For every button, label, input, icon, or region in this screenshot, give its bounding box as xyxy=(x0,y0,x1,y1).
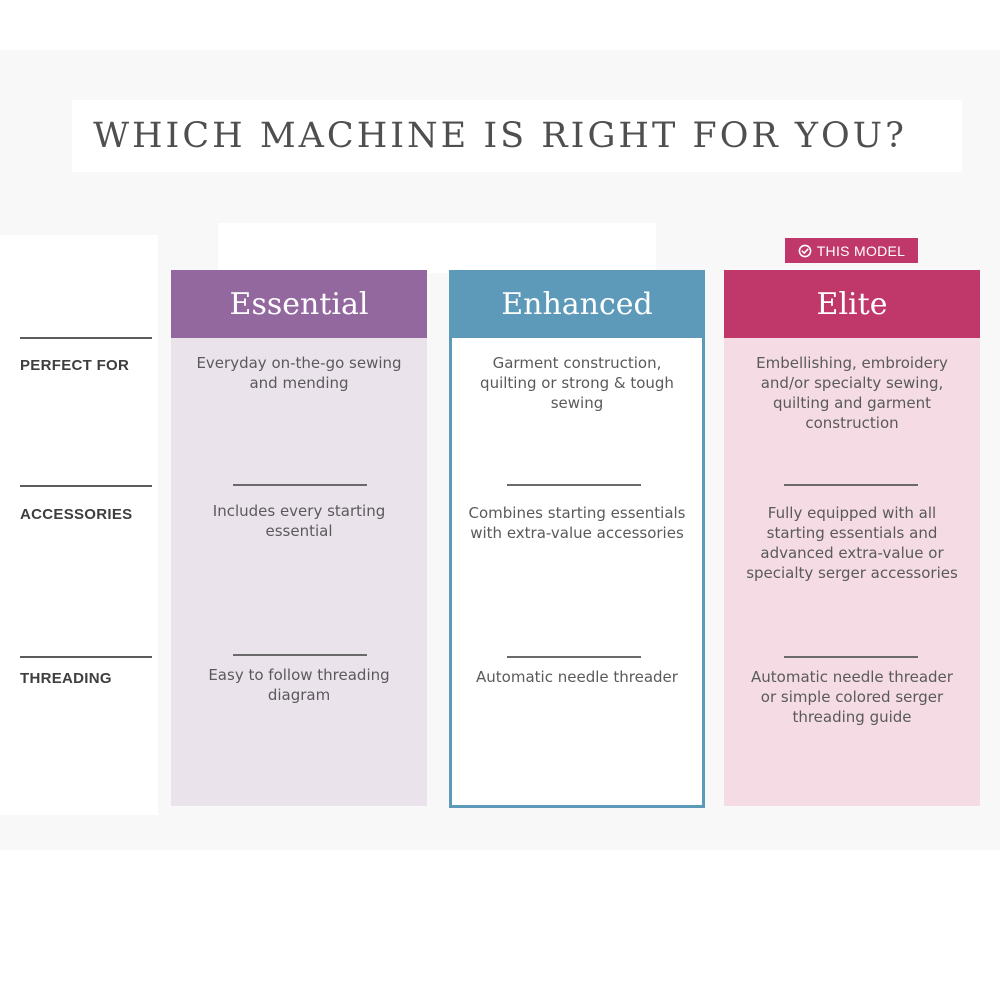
row-label-perfect-for: PERFECT FOR xyxy=(20,357,130,374)
cell-perfect-for: Embellishing, embroidery and/or specialt… xyxy=(756,354,948,432)
label-column-backdrop xyxy=(0,235,158,815)
column-elite: Elite Embellishing, embroidery and/or sp… xyxy=(724,270,980,806)
column-essential: Essential Everyday on-the-go sewing and … xyxy=(171,270,427,806)
cell-accessories: Fully equipped with all starting essenti… xyxy=(746,504,958,582)
badge-label: THIS MODEL xyxy=(816,242,906,259)
row-divider xyxy=(20,337,152,339)
header-backdrop xyxy=(218,223,656,273)
cell-accessories: Combines starting essentials with extra-… xyxy=(468,504,686,542)
cell-threading: Automatic needle threader or simple colo… xyxy=(751,668,953,726)
cell-threading: Easy to follow threading diagram xyxy=(208,666,390,704)
cell-divider xyxy=(784,484,918,486)
cell-divider xyxy=(507,484,641,486)
check-circle-icon xyxy=(798,244,812,257)
cell-threading: Automatic needle threader xyxy=(476,668,678,686)
column-header-essential: Essential xyxy=(171,270,427,338)
row-label-accessories: ACCESSORIES xyxy=(20,506,133,523)
cell-divider xyxy=(784,656,918,658)
page-title: WHICH MACHINE IS RIGHT FOR YOU? xyxy=(93,116,907,156)
cell-perfect-for: Garment construction, quilting or strong… xyxy=(480,354,674,412)
this-model-badge: THIS MODEL xyxy=(785,238,918,263)
row-divider xyxy=(20,656,152,658)
row-divider xyxy=(20,485,152,487)
column-header-elite: Elite xyxy=(724,270,980,338)
column-body xyxy=(171,270,427,806)
cell-perfect-for: Everyday on-the-go sewing and mending xyxy=(196,354,402,392)
column-body xyxy=(449,270,705,808)
column-body xyxy=(724,270,980,806)
row-label-threading: THREADING xyxy=(20,670,112,687)
title-box xyxy=(72,100,962,172)
cell-divider xyxy=(507,656,641,658)
cell-divider xyxy=(233,654,367,656)
column-header-enhanced: Enhanced xyxy=(449,270,705,338)
cell-divider xyxy=(233,484,367,486)
cell-accessories: Includes every starting essential xyxy=(212,502,386,540)
column-enhanced: Enhanced Garment construction, quilting … xyxy=(449,270,705,808)
